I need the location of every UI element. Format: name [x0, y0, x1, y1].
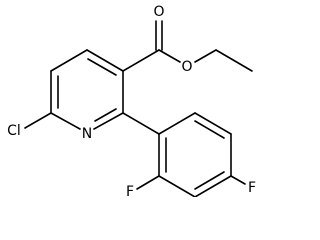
bond-carbonyl-ester-o [158, 49, 181, 63]
bond-c-f-para [230, 175, 246, 185]
ethyl-ester-group [122, 20, 253, 72]
bond-ch2-ch3 [215, 49, 253, 72]
bond-ar-5-6-inner [194, 120, 225, 139]
bond-ar-3-4-inner [194, 171, 225, 190]
bond-ar-5-6 [194, 112, 232, 135]
bond-c6-cl [24, 112, 52, 129]
chlorine-label: Cl [7, 123, 21, 139]
bond-c3-carbonyl [122, 49, 160, 72]
bond-c-f-ortho [136, 175, 160, 190]
bond-c3-c4 [86, 49, 124, 72]
bond-n1-c2 [93, 112, 124, 130]
bond-n1-c2-inner [94, 108, 117, 122]
bond-ar-6-1 [158, 112, 196, 135]
bond-c2-c1prime [122, 112, 160, 135]
chloro-substituent [24, 112, 52, 129]
bond-ar-3-4 [194, 175, 232, 197]
difluorophenyl-ring [122, 112, 232, 197]
chemical-structure: Cl N O O F F [7, 4, 256, 197]
bond-c3-c4-inner [87, 58, 117, 76]
ester-oxygen-label: O [181, 59, 192, 75]
nitrogen-label: N [82, 126, 92, 142]
fluoro-substituents [136, 175, 246, 190]
carbonyl-oxygen-label: O [153, 4, 164, 20]
bond-ester-o-ch2 [194, 49, 217, 63]
bond-c6-n1 [50, 112, 81, 130]
bond-c4-c5 [50, 49, 88, 72]
fluorine-ortho-label: F [126, 184, 134, 197]
pyridine-ring [50, 49, 124, 130]
bond-ar-2-3 [158, 175, 196, 197]
fluorine-para-label: F [248, 180, 256, 196]
